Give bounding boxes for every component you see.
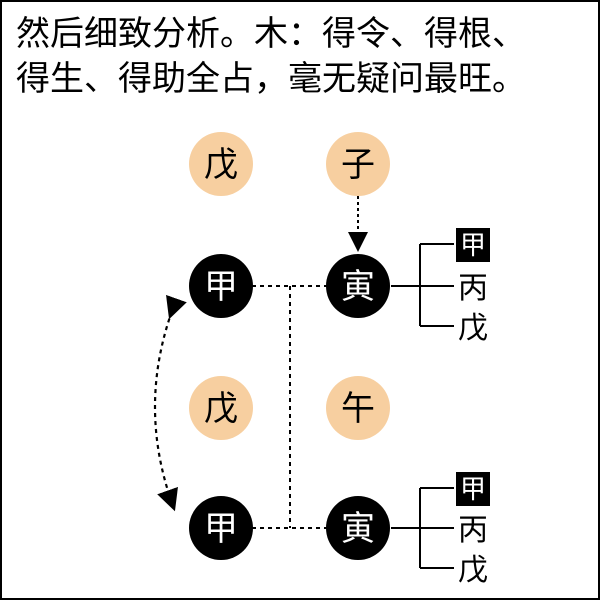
zi-branch-label: 子: [341, 145, 375, 185]
year-stem-label: 戊: [204, 145, 238, 185]
jia-bottom-label: 甲: [204, 509, 238, 549]
node-yin-top: 寅: [326, 254, 390, 318]
hidden-stems-bracket-bottom: [391, 487, 454, 569]
hidden-stems-top: 甲 丙 戊: [456, 228, 490, 346]
node-jia-bottom: 甲: [189, 496, 253, 560]
wu-branch-label: 午: [341, 389, 375, 429]
hour-stem-label: 戊: [204, 389, 238, 429]
hidden-stem-top-2: 丙: [458, 271, 488, 306]
hidden-stem-highlight-bottom: [456, 472, 490, 506]
yin-bottom-label: 寅: [341, 509, 375, 549]
yin-top-label: 寅: [341, 267, 375, 307]
hidden-stem-bottom-3: 戊: [458, 553, 488, 588]
hidden-stem-bottom-2: 丙: [458, 513, 488, 548]
node-yin-bottom: 寅: [326, 496, 390, 560]
node-year-stem: 戊: [189, 132, 253, 196]
hidden-stem-highlight-top: [456, 228, 490, 262]
caption-line-1: 然后细致分析。木：得令、得根、: [16, 14, 526, 54]
node-wu-branch: 午: [326, 376, 390, 440]
hidden-stem-top-1: 甲: [460, 231, 486, 261]
node-jia-top: 甲: [189, 254, 253, 318]
hidden-stem-top-3: 戊: [458, 311, 488, 346]
node-hour-stem: 戊: [189, 376, 253, 440]
connector-lines: [153, 196, 368, 529]
jia-top-label: 甲: [204, 267, 238, 307]
double-arrow-jia-jia: [153, 294, 187, 512]
hidden-stem-bottom-1: 甲: [460, 475, 486, 505]
hidden-stems-bracket-top: [391, 243, 454, 327]
node-zi-branch: 子: [326, 132, 390, 196]
caption-line-2: 得生、得助全占，毫无疑问最旺。: [16, 59, 526, 99]
hidden-stems-bottom: 甲 丙 戊: [456, 472, 490, 588]
caption: 然后细致分析。木：得令、得根、 得生、得助全占，毫无疑问最旺。: [16, 12, 586, 102]
